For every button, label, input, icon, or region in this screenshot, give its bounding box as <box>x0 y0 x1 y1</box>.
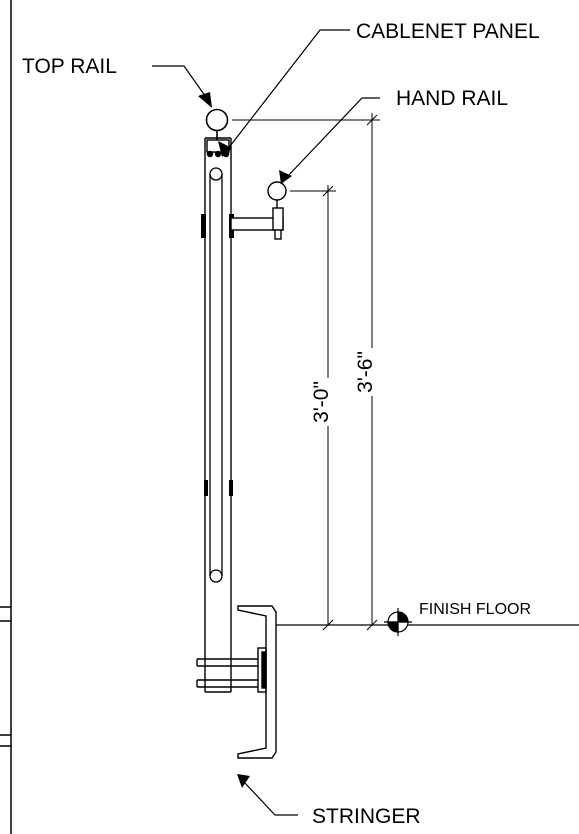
top-rail <box>205 108 229 140</box>
panel-clips <box>201 150 234 496</box>
label-stringer: STRINGER <box>312 805 421 828</box>
leader-lines <box>152 29 380 816</box>
stringer <box>196 605 277 759</box>
finish-floor-symbol <box>384 608 412 636</box>
label-top-rail: TOP RAIL <box>22 55 117 78</box>
railing-post <box>204 137 232 693</box>
label-finish-floor: FINISH FLOOR <box>419 601 531 618</box>
label-cablenet-panel: CABLENET PANEL <box>356 20 540 43</box>
dimension-handrail-height: 3'-0" <box>310 381 333 423</box>
dimension-toprail-height: 3'-6" <box>354 351 377 393</box>
cablenet-panel <box>209 167 223 583</box>
sheet-border <box>0 0 12 834</box>
hand-rail <box>230 181 287 240</box>
label-hand-rail: HAND RAIL <box>396 87 508 110</box>
leader-arrows <box>198 92 292 788</box>
